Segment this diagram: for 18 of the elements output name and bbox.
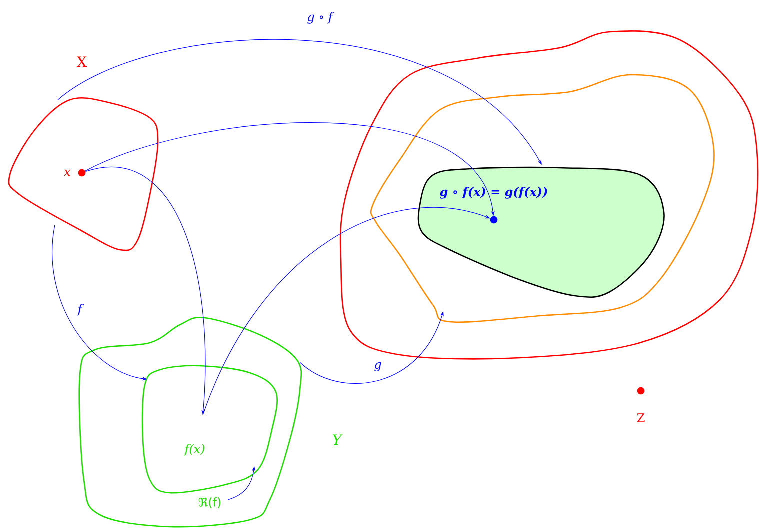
- node-label: Y: [332, 434, 343, 446]
- point: g ∘ f(x) = g(f(x)): [440, 187, 548, 224]
- set-region: [418, 166, 665, 298]
- edge-label: f: [76, 303, 84, 317]
- node-label: X: [76, 56, 88, 68]
- point: Z: [637, 387, 645, 422]
- set-region: [340, 30, 759, 360]
- math-label: ℜ(f): [198, 498, 221, 508]
- set-region: [142, 365, 278, 494]
- set-region: [370, 74, 715, 323]
- arrow: [58, 40, 542, 165]
- node-label: x: [64, 170, 71, 176]
- edge-label: g ∘ f: [306, 11, 335, 25]
- point: x: [64, 169, 86, 177]
- edge-label: g: [373, 361, 383, 373]
- math-label: f(x): [184, 444, 205, 456]
- node-label: Z: [637, 414, 645, 422]
- node-label: g ∘ f(x) = g(f(x)): [440, 187, 548, 199]
